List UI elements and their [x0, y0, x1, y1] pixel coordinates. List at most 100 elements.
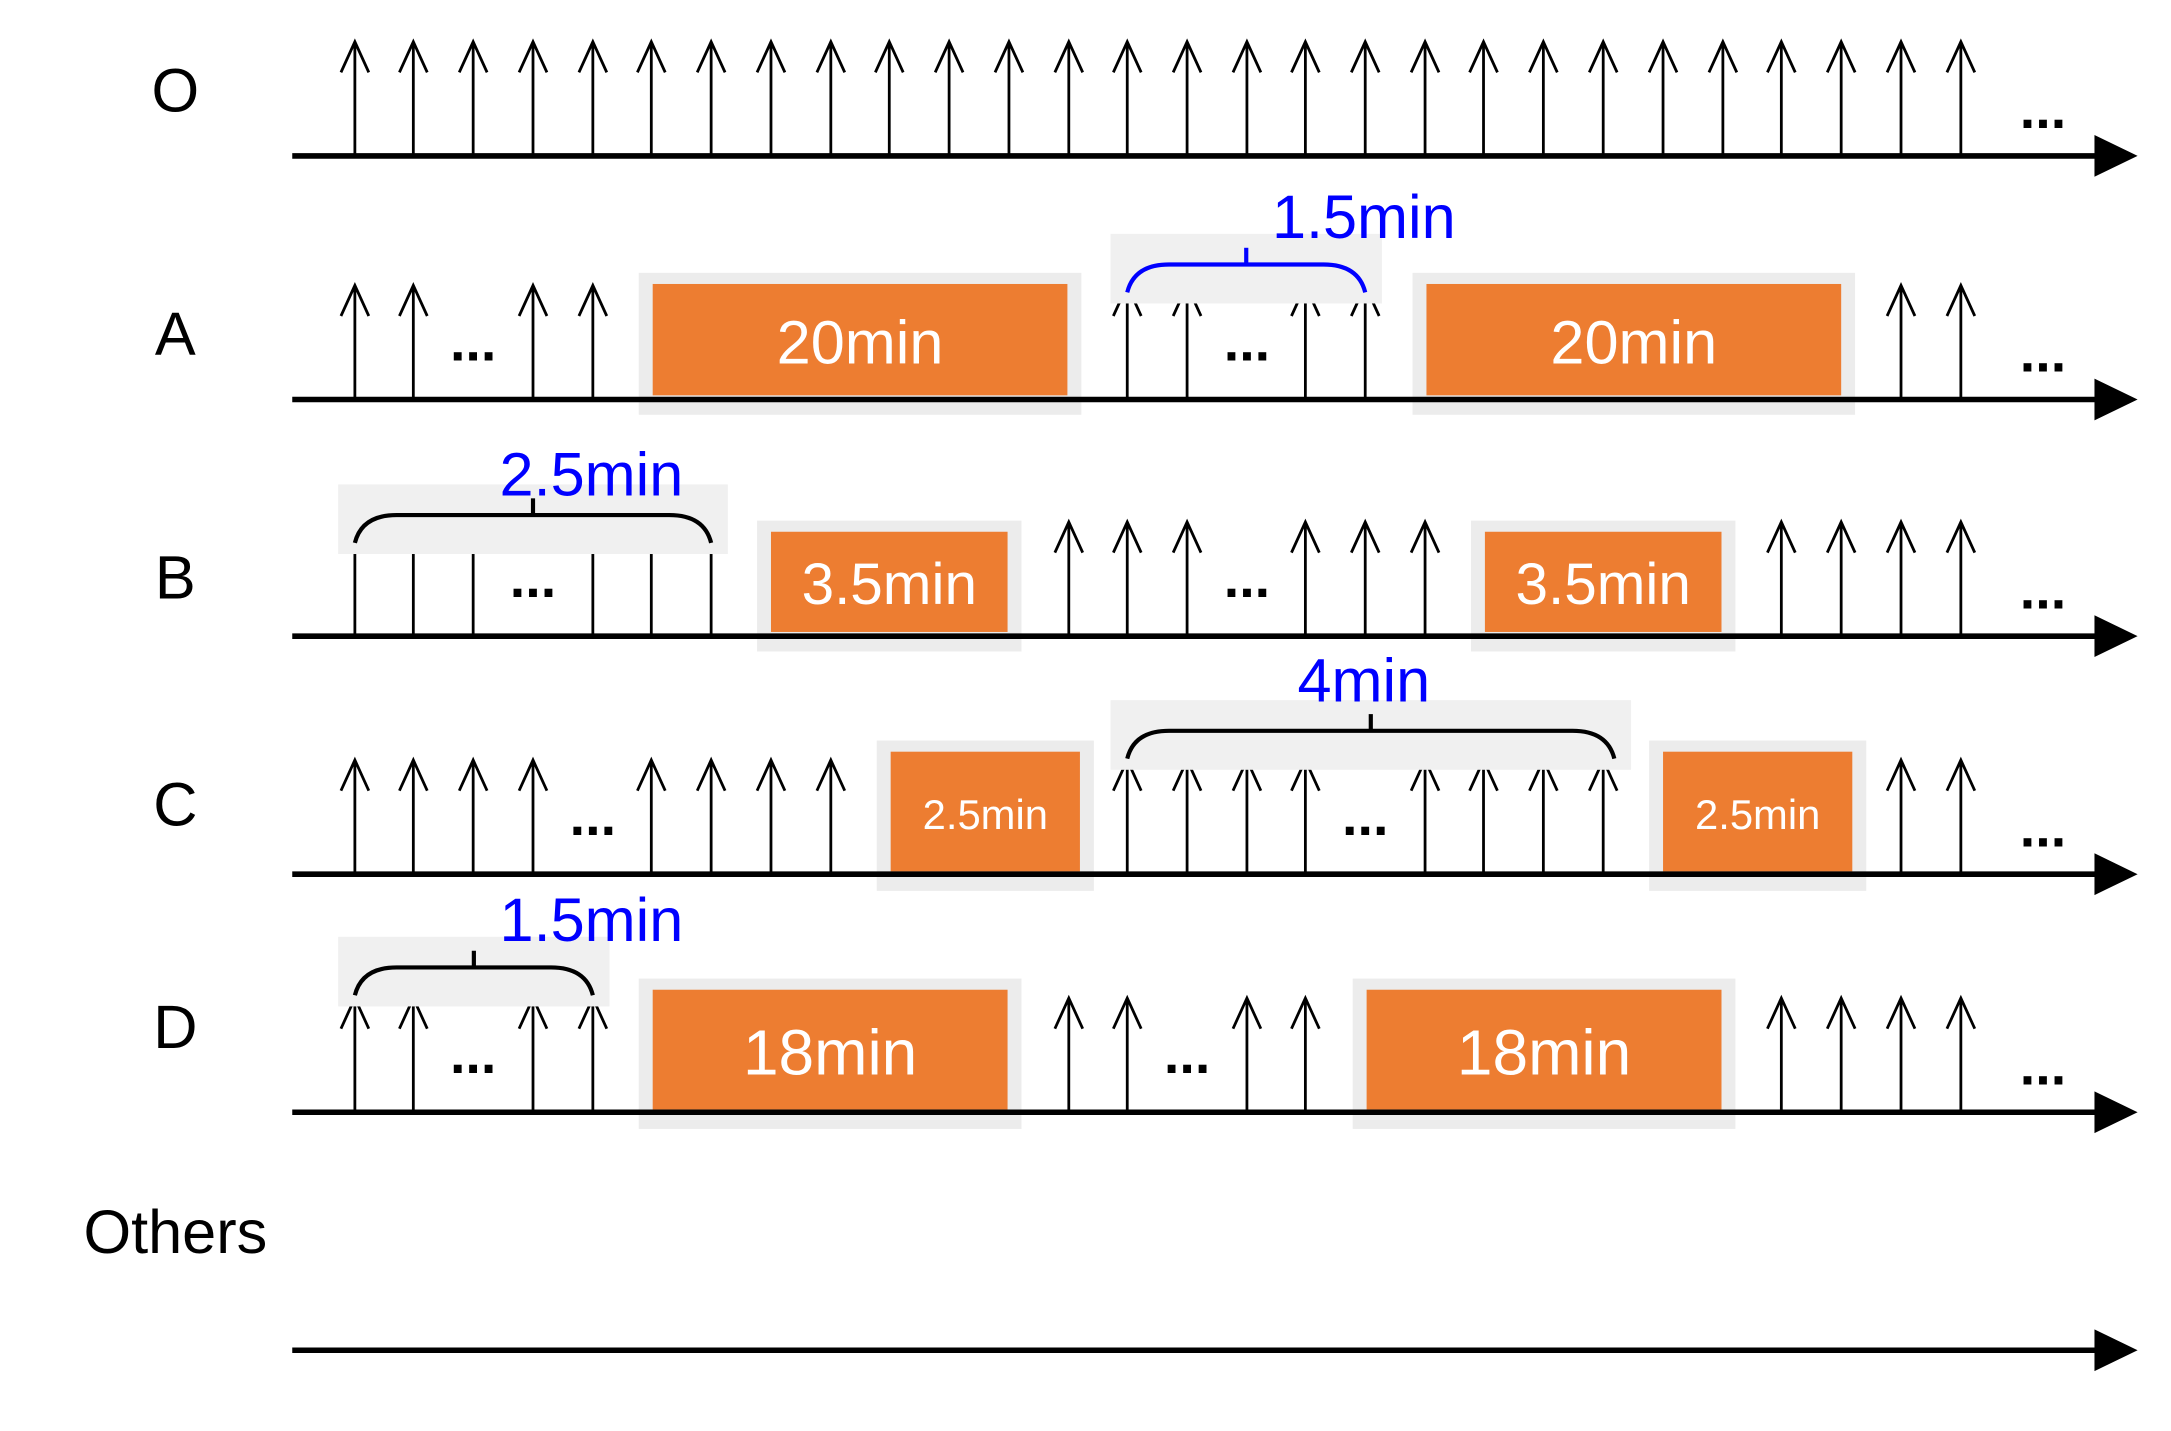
duration-label: 18min: [743, 1016, 917, 1088]
arrival-arrow-icon: [517, 38, 549, 156]
arrival-arrow-icon: [517, 994, 549, 1113]
axis-arrowhead-icon: [2094, 378, 2138, 421]
arrival-arrow-icon: [339, 282, 371, 400]
arrival-arrow-icon: [815, 38, 847, 156]
arrival-arrow-icon: [636, 756, 667, 875]
arrival-arrow-icon: [1053, 518, 1084, 637]
duration-label: 3.5min: [802, 552, 977, 617]
ellipsis: ...: [1342, 785, 1388, 847]
duration-box: [652, 283, 1068, 396]
arrival-arrow-icon: [339, 756, 371, 875]
ellipsis-end: ...: [2020, 78, 2066, 140]
arrival-arrow-icon: [339, 38, 371, 156]
duration-label: 3.5min: [1516, 552, 1691, 617]
arrival-arrow-icon: [1945, 518, 1977, 637]
arrival-arrow-icon: [1112, 38, 1143, 156]
interval-label: 2.5min: [500, 441, 684, 509]
arrival-arrow-icon: [1053, 38, 1084, 156]
arrival-arrow-icon: [1171, 756, 1203, 875]
arrival-arrow-icon: [1885, 756, 1917, 875]
arrival-arrow-icon: [1766, 38, 1797, 156]
arrival-arrow-icon: [457, 756, 489, 875]
arrival-arrow-icon: [398, 994, 429, 1113]
arrival-arrow-icon: [1885, 282, 1917, 400]
arrival-arrow-icon: [933, 38, 965, 156]
arrival-arrow-icon: [815, 756, 847, 875]
ellipsis: ...: [1164, 1023, 1210, 1085]
duration-box: [770, 531, 1008, 632]
arrival-arrow-icon: [1766, 518, 1797, 637]
arrival-arrow-icon: [1231, 756, 1263, 875]
arrival-arrow-icon: [1528, 756, 1559, 875]
arrival-arrow-icon: [1588, 756, 1619, 875]
arrival-arrow-icon: [1766, 994, 1797, 1113]
axis-arrowhead-icon: [2094, 853, 2138, 896]
duration-label: 2.5min: [923, 791, 1048, 838]
arrival-arrow-icon: [755, 38, 787, 156]
brace-shadow: [1110, 233, 1382, 304]
axis-arrowhead-icon: [2094, 1329, 2138, 1372]
arrival-arrow-icon: [1053, 994, 1084, 1113]
row-label: A: [155, 300, 196, 368]
arrival-arrow-icon: [1885, 38, 1917, 156]
arrival-arrow-icon: [1231, 994, 1263, 1113]
arrival-arrow-icon: [1171, 38, 1203, 156]
arrival-arrow-icon: [1231, 38, 1263, 156]
ellipsis: ...: [450, 1023, 496, 1085]
arrival-arrow-icon: [1171, 518, 1203, 637]
arrival-arrow-icon: [993, 38, 1025, 156]
arrival-arrow-icon: [457, 38, 489, 156]
row-label: B: [155, 544, 196, 612]
interval-label: 1.5min: [1272, 183, 1456, 251]
ellipsis: ...: [450, 311, 496, 373]
row-Others: Others: [83, 1198, 2138, 1372]
arrival-arrow-icon: [398, 282, 429, 400]
row-label: C: [153, 770, 197, 838]
duration-box: [890, 751, 1080, 872]
arrival-arrow-icon: [695, 38, 727, 156]
arrival-arrow-icon: [1945, 282, 1977, 400]
arrival-arrow-icon: [577, 994, 609, 1113]
arrival-arrow-icon: [1468, 38, 1499, 156]
duration-box: [652, 989, 1008, 1110]
row-label: O: [152, 56, 200, 124]
arrival-arrow-icon: [1528, 38, 1559, 156]
row-label: Others: [83, 1198, 267, 1266]
arrival-arrow-icon: [1825, 518, 1857, 637]
duration-label: 20min: [777, 308, 944, 376]
arrival-arrow-icon: [1409, 38, 1441, 156]
arrival-arrow-icon: [398, 756, 429, 875]
axis-arrowhead-icon: [2094, 615, 2138, 658]
arrival-arrow-icon: [1825, 38, 1857, 156]
interval-label: 4min: [1297, 647, 1430, 715]
arrival-arrow-icon: [755, 756, 787, 875]
arrival-arrow-icon: [1468, 756, 1499, 875]
arrival-arrow-icon: [517, 756, 549, 875]
arrival-arrow-icon: [1707, 38, 1739, 156]
brace-shadow: [1110, 700, 1632, 770]
ellipsis-end: ...: [2020, 322, 2066, 384]
arrival-arrow-icon: [577, 38, 609, 156]
arrival-arrow-icon: [1290, 38, 1321, 156]
duration-label: 20min: [1550, 308, 1717, 376]
ellipsis-end: ...: [2020, 558, 2066, 620]
arrival-arrow-icon: [1350, 518, 1381, 637]
duration-box: [1426, 283, 1842, 396]
duration-label: 18min: [1457, 1016, 1631, 1088]
arrival-arrow-icon: [577, 282, 609, 400]
row-A: A 20min 20min......... 1.5min: [155, 183, 2138, 421]
duration-box: [1663, 751, 1853, 872]
arrival-arrow-icon: [1112, 756, 1143, 875]
arrival-arrow-icon: [1290, 518, 1321, 637]
row-label: D: [153, 993, 197, 1061]
duration-label: 2.5min: [1695, 791, 1820, 838]
arrival-arrow-icon: [1350, 38, 1381, 156]
arrival-arrow-icon: [1112, 994, 1143, 1113]
duration-box: [1484, 531, 1722, 632]
ellipsis: ...: [1224, 311, 1270, 373]
arrival-arrow-icon: [1290, 994, 1321, 1113]
